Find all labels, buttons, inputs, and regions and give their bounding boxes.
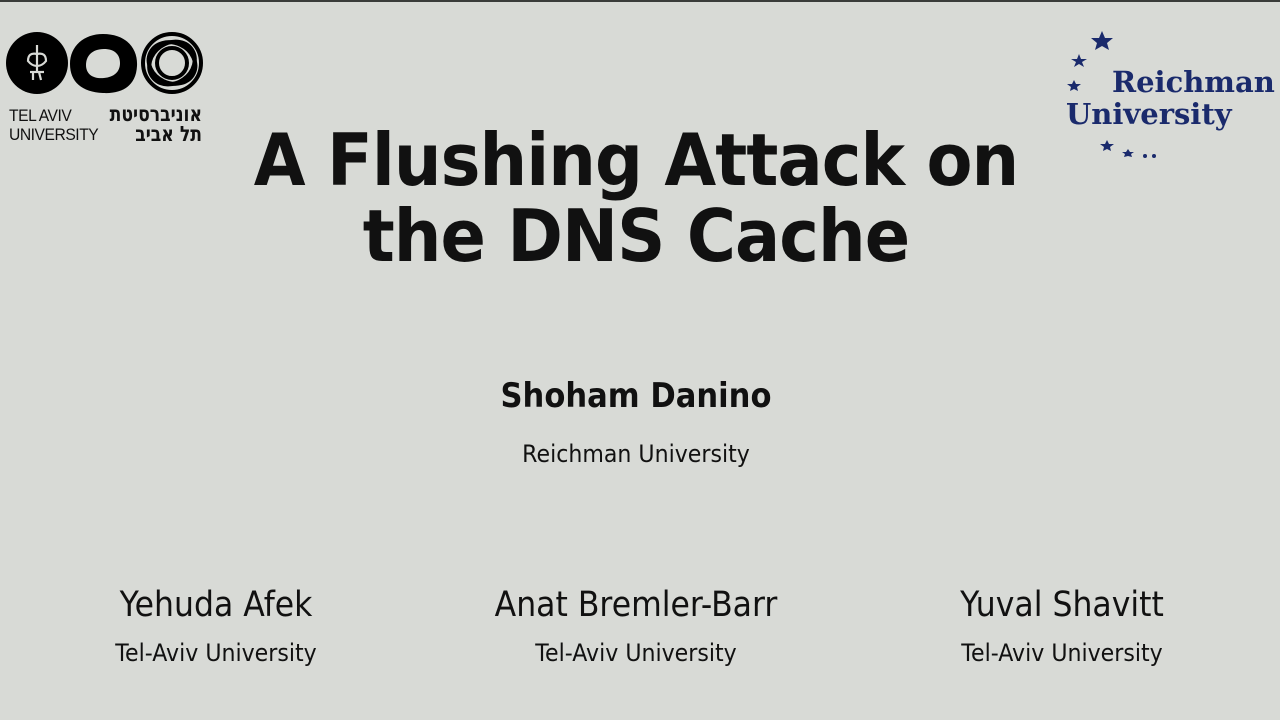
author-name: Yehuda Afek xyxy=(119,585,313,625)
author-affiliation: Tel-Aviv University xyxy=(115,639,317,667)
reichman-line2: University xyxy=(1066,97,1232,131)
top-border xyxy=(0,0,1280,2)
tau-circles-icon xyxy=(6,32,203,94)
author-name: Anat Bremler-Barr xyxy=(494,585,778,625)
author-affiliation: Tel-Aviv University xyxy=(535,639,737,667)
reichman-line1: Reichman xyxy=(1112,65,1275,99)
author-affiliation: Tel-Aviv University xyxy=(961,639,1163,667)
author-block: Anat Bremler-Barr Tel-Aviv University xyxy=(436,584,836,668)
title-line-1: A Flushing Attack on xyxy=(253,118,1019,202)
tau-en-line1: TEL AVIV xyxy=(9,106,72,125)
slide-title: A Flushing Attack on the DNS Cache xyxy=(45,122,1228,274)
author-block: Yehuda Afek Tel-Aviv University xyxy=(16,584,416,668)
tel-aviv-university-logo: TEL AVIV UNIVERSITY אוניברסיטת תל אביב xyxy=(6,30,206,145)
reichman-wordmark: Reichman University xyxy=(1066,66,1275,130)
presenter-name: Shoham Danino xyxy=(500,376,772,416)
tau-english-name: TEL AVIV UNIVERSITY xyxy=(9,106,99,144)
stars-arc-icon xyxy=(1067,31,1156,158)
author-block: Yuval Shavitt Tel-Aviv University xyxy=(862,584,1262,668)
tau-he-line2: תל אביב xyxy=(135,122,202,146)
title-line-2: the DNS Cache xyxy=(362,194,911,278)
author-name: Yuval Shavitt xyxy=(960,585,1164,625)
reichman-university-logo: Reichman University xyxy=(1058,28,1278,163)
presenter-affiliation: Reichman University xyxy=(522,440,750,468)
tau-hebrew-name: אוניברסיטת תל אביב xyxy=(109,102,202,146)
tau-he-line1: אוניברסיטת xyxy=(109,102,202,126)
tau-en-line2: UNIVERSITY xyxy=(9,125,99,144)
